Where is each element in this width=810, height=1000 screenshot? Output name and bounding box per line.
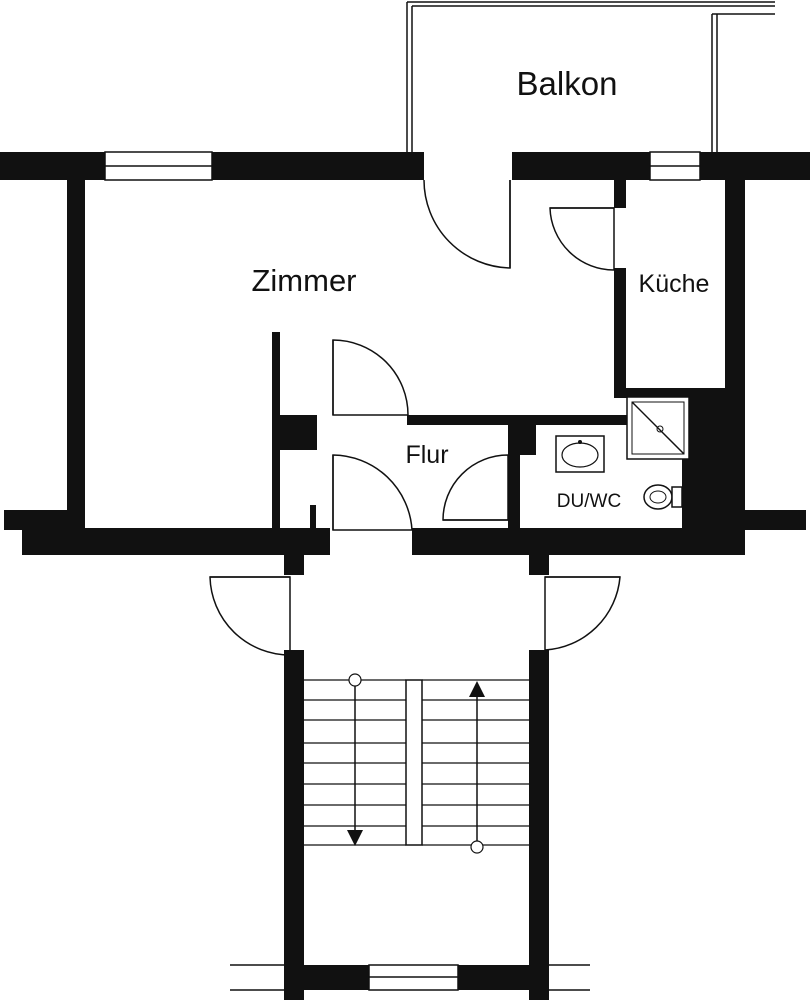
stairwell xyxy=(230,650,590,1000)
washbasin xyxy=(555,435,605,473)
bathroom-fixtures xyxy=(555,396,690,510)
bathroom-label: DU/WC xyxy=(557,491,621,512)
kitchen-label: Küche xyxy=(639,270,710,298)
toilet xyxy=(643,484,683,510)
living-room-label: Zimmer xyxy=(251,263,356,298)
windows xyxy=(104,151,701,181)
hallway-label: Flur xyxy=(405,441,448,469)
stairs-down-flight xyxy=(304,673,406,846)
interior-walls xyxy=(272,180,730,530)
exterior-walls xyxy=(0,152,810,575)
balcony-label: Balkon xyxy=(517,65,618,102)
doors xyxy=(209,179,621,656)
balcony-railing xyxy=(406,1,775,152)
stairs-up-flight xyxy=(422,679,529,854)
